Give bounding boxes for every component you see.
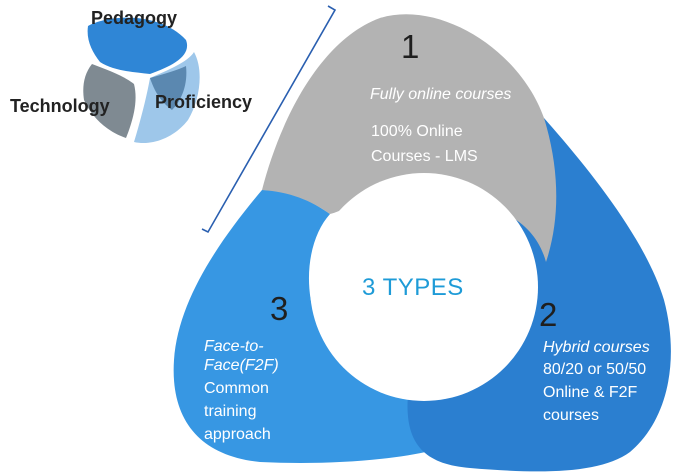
logo-label-proficiency: Proficiency bbox=[155, 92, 253, 112]
type-3-number: 3 bbox=[270, 290, 289, 327]
center-label: 3 TYPES bbox=[362, 274, 464, 301]
type-3-description: Common training approach bbox=[204, 380, 271, 443]
type-2-description: 80/20 or 50/50 Online & F2F courses bbox=[543, 361, 647, 424]
logo-segment-technology bbox=[83, 64, 136, 138]
bracket-line bbox=[201, 5, 337, 234]
type-2-title: Hybrid courses bbox=[543, 339, 650, 356]
logo-segment-pedagogy bbox=[87, 17, 188, 74]
type-1-title: Fully online courses bbox=[370, 86, 512, 103]
logo-segment-proficiency-dark bbox=[150, 66, 187, 110]
logo-emblem bbox=[83, 17, 200, 144]
logo-label-pedagogy: Pedagogy bbox=[91, 8, 178, 28]
type-2-number: 2 bbox=[539, 296, 558, 333]
type-1-number: 1 bbox=[401, 28, 420, 65]
type-3-title: Face-to-Face(F2F) bbox=[204, 338, 279, 374]
center-circle bbox=[310, 173, 538, 401]
type-1-description: 100% Online Courses - LMS bbox=[371, 123, 478, 165]
logo-label-technology: Technology bbox=[10, 96, 110, 116]
